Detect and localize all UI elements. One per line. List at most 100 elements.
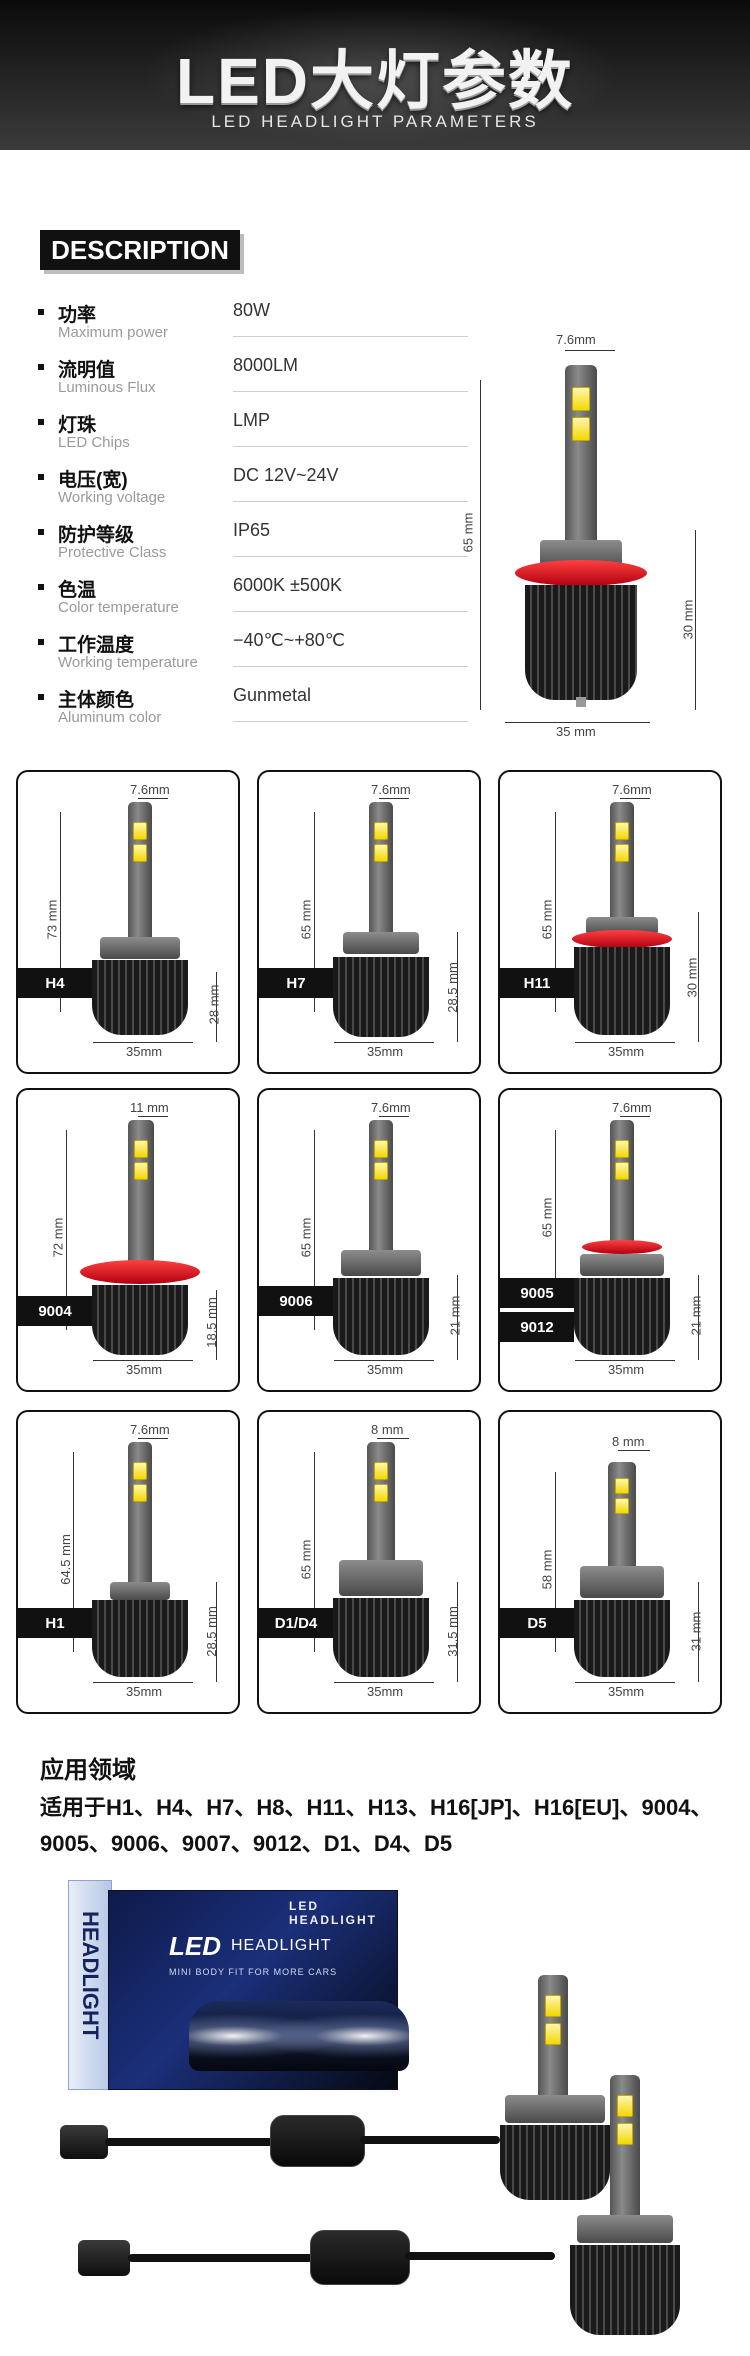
dim-top: 11 mm — [130, 1100, 169, 1115]
model-tag: 9005 — [500, 1278, 574, 1308]
bulb-image — [500, 365, 660, 710]
bullet-icon — [38, 419, 44, 425]
dim-line — [698, 912, 699, 1042]
package-brand-word: HEADLIGHT — [231, 1937, 332, 1954]
package-side: LED HEADLIGHT — [68, 1880, 129, 2090]
dim-line — [575, 1682, 675, 1683]
spec-label-en: Maximum power — [58, 324, 169, 341]
driver-module — [310, 2230, 410, 2285]
dim-base: 30 mm — [684, 957, 700, 998]
divider — [233, 611, 468, 612]
dim-width: 35mm — [608, 1362, 645, 1377]
dim-line — [93, 1682, 193, 1683]
dim-line — [379, 798, 409, 799]
spec-label-en: Working voltage — [58, 489, 166, 506]
spec-value: Gunmetal — [233, 685, 312, 705]
bulb-image — [80, 802, 200, 1042]
divider — [233, 391, 468, 392]
bulb-image — [555, 2075, 695, 2345]
spec-row: 灯珠 LED Chips LMP — [38, 410, 468, 462]
dim-line — [620, 798, 650, 799]
dim-line — [93, 1042, 193, 1043]
model-card-h1: 7.6mm 64.5 mm 28.5 mm 35mm H1 — [16, 1410, 240, 1714]
bulb-image — [562, 802, 682, 1042]
dim-line — [73, 1452, 74, 1652]
applications-text: 适用于H1、H4、H7、H8、H11、H13、H16[JP]、H16[EU]、9… — [40, 1795, 713, 1856]
dim-width: 35mm — [608, 1684, 645, 1699]
dim-line — [555, 812, 556, 1012]
dim-line — [334, 1682, 434, 1683]
divider — [233, 446, 468, 447]
spec-label-en: Working temperature — [58, 654, 198, 671]
spec-row: 电压(宽) Working voltage DC 12V~24V — [38, 465, 468, 517]
dim-line — [457, 1275, 458, 1360]
bulb-image — [80, 1442, 200, 1682]
model-card-d1-d4: 8 mm 65 mm 31.5 mm 35mm D1/D4 — [257, 1410, 481, 1714]
spec-label-cn: 电压(宽) — [58, 470, 128, 491]
dim-height: 65 mm — [539, 899, 555, 940]
divider — [233, 721, 468, 722]
dim-line — [457, 1582, 458, 1682]
dim-line — [314, 1130, 315, 1330]
spec-label-cn: 功率 — [58, 305, 97, 326]
divider — [233, 336, 468, 337]
dim-width: 35mm — [367, 1362, 404, 1377]
dim-height: 65 mm — [298, 899, 314, 940]
spec-value: IP65 — [233, 520, 271, 540]
dim-top: 7.6mm — [612, 1100, 652, 1115]
dim-line — [480, 380, 481, 710]
dim-line — [314, 1452, 315, 1652]
dim-top: 7.6mm — [371, 782, 411, 797]
package-front: LED HEADLIGHT LED HEADLIGHT MINI BODY FI… — [108, 1890, 409, 2090]
dim-base: 28 mm — [206, 984, 222, 1025]
spec-label-cn: 色温 — [58, 580, 97, 601]
dim-height: 65 mm — [298, 1217, 314, 1258]
bulb-image — [321, 1442, 441, 1682]
dim-line — [618, 1450, 650, 1451]
page-subtitle: LED HEADLIGHT PARAMETERS — [211, 112, 539, 131]
connector-plug — [78, 2240, 130, 2276]
dim-width: 35 mm — [556, 724, 596, 739]
dim-line — [565, 350, 615, 351]
connector-plug — [60, 2125, 108, 2159]
dim-base: 21 mm — [688, 1295, 704, 1336]
header-glare — [120, 0, 640, 150]
car-headlight-image — [189, 2001, 409, 2071]
dim-line — [216, 1290, 217, 1360]
cable — [128, 2254, 313, 2262]
spec-label-en: Luminous Flux — [58, 379, 156, 396]
dim-width: 35mm — [608, 1044, 645, 1059]
dim-line — [138, 1438, 168, 1439]
spec-value: 80W — [233, 300, 271, 320]
dim-line — [216, 1582, 217, 1682]
dim-width: 35mm — [367, 1044, 404, 1059]
bullet-icon — [38, 474, 44, 480]
divider — [233, 501, 468, 502]
model-tag: 9012 — [500, 1312, 574, 1342]
dim-line — [93, 1360, 193, 1361]
model-tag: H11 — [500, 968, 574, 998]
dim-line — [698, 1582, 699, 1682]
bulb-image — [480, 1975, 630, 2205]
bullet-icon — [38, 529, 44, 535]
dim-line — [575, 1042, 675, 1043]
divider — [233, 666, 468, 667]
dim-line — [334, 1360, 434, 1361]
dim-line — [698, 1275, 699, 1360]
dim-top: 7.6mm — [130, 1422, 170, 1437]
dim-height: 73 mm — [44, 899, 60, 940]
spec-row: 工作温度 Working temperature −40℃~+80℃ — [38, 630, 468, 682]
model-card-9006: 7.6mm 65 mm 21 mm 35mm 9006 — [257, 1088, 481, 1392]
dim-line — [575, 1360, 675, 1361]
spec-label-en: Aluminum color — [58, 709, 162, 726]
spec-value: DC 12V~24V — [233, 465, 339, 485]
spec-value: −40℃~+80℃ — [233, 630, 346, 650]
applications-title: 应用领域 — [40, 1757, 136, 1784]
dim-line — [138, 1116, 168, 1117]
dim-line — [379, 1116, 409, 1117]
dim-width: 35mm — [126, 1684, 163, 1699]
package-brand: LED — [169, 1931, 221, 1961]
dim-base: 21 mm — [447, 1295, 463, 1336]
bulb-image — [562, 1462, 682, 1682]
page-title: LED大灯参数 — [176, 45, 574, 117]
